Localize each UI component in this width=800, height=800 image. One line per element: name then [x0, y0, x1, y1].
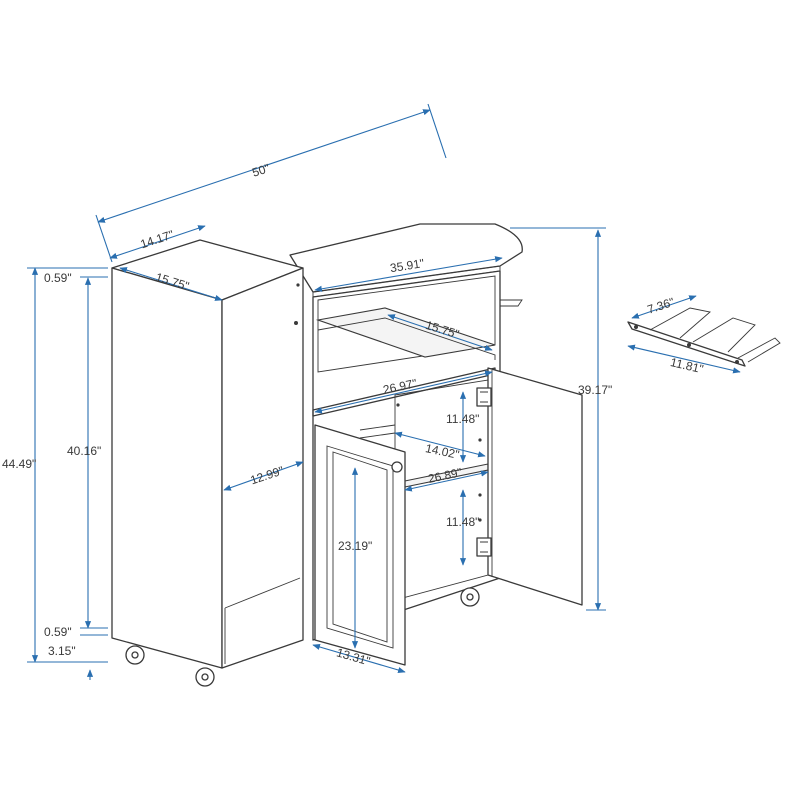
label-wheel-height: 3.15": [48, 644, 76, 658]
dimension-lines: [27, 103, 741, 680]
label-overall-width: 50": [250, 161, 271, 180]
label-inner-width: 26.89": [427, 465, 463, 486]
label-inner-height: 40.16": [67, 444, 101, 458]
hinge-lower: [476, 537, 492, 557]
label-cabinet-width: 26.97": [382, 376, 418, 397]
cabinet-drawing: [111, 223, 583, 687]
right-door: [487, 367, 583, 606]
side-cabinet-side: [221, 267, 304, 669]
label-side-cabinet-depth: 14.17": [139, 227, 176, 251]
label-rack-length: 11.81": [669, 355, 705, 376]
wheel: [125, 645, 145, 665]
door-knob: [391, 461, 403, 473]
label-rack-spacing: 7.36": [645, 295, 676, 317]
wheel: [195, 667, 215, 687]
label-cabinet-height: 39.17": [578, 383, 612, 397]
label-top-board-thickness: 0.59": [44, 271, 72, 285]
label-ironing-board-length: 35.91": [389, 256, 425, 275]
wheel: [460, 587, 480, 607]
label-bottom-board-thickness: 0.59": [44, 625, 72, 639]
label-upper-compartment-height: 11.48": [446, 412, 479, 426]
label-overall-height: 44.49": [2, 457, 36, 471]
ironing-rack-accessory: [627, 307, 781, 367]
hinge-upper: [476, 387, 492, 407]
label-lower-compartment-height: 11.48": [446, 515, 479, 529]
label-door-height: 23.19": [338, 539, 372, 553]
side-cabinet-front: [111, 267, 223, 669]
label-shelf-width: 14.02": [424, 441, 460, 462]
